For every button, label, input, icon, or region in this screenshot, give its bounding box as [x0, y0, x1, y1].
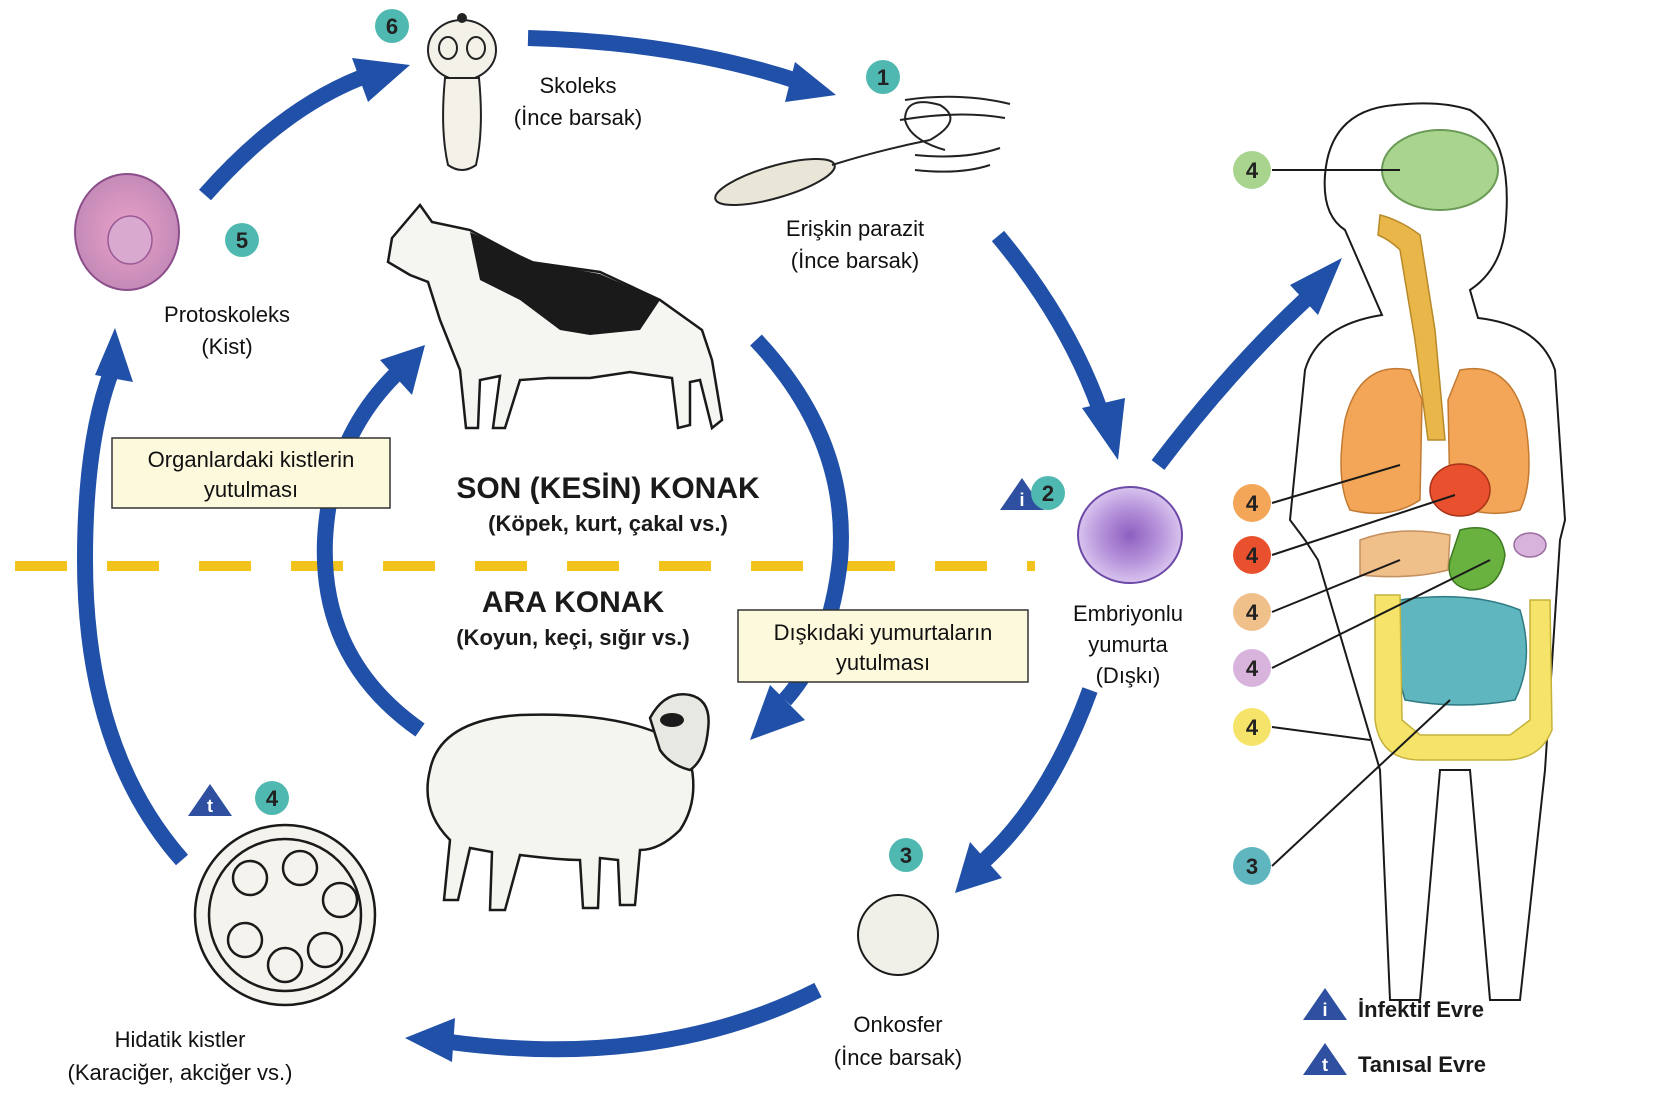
cyst-ingestion-line1: Organlardaki kistlerin [148, 447, 355, 472]
stage-2-title-line2: yumurta [1088, 632, 1168, 657]
legend-diagnostic-label: Tanısal Evre [1358, 1052, 1486, 1077]
legend-infective-label: İnfektif Evre [1358, 997, 1484, 1022]
legend: i İnfektif Evre t Tanısal Evre [1303, 988, 1486, 1077]
scolex-icon [428, 13, 496, 170]
stage-6-number-text: 6 [386, 14, 398, 39]
stage-6-title: Skoleks [539, 73, 616, 98]
heart-organ [1430, 464, 1490, 516]
heart-marker: 4 [1246, 543, 1259, 568]
egg-ingestion-box: Dışkıdaki yumurtaların yutulması [738, 610, 1028, 682]
stage-4-title: Hidatik kistler [115, 1027, 246, 1052]
intestine-organ [1396, 597, 1526, 705]
stage-6-scolex: 6 Skoleks (İnce barsak) [375, 9, 642, 170]
stage-5-protoscolex: 5 Protoskoleks (Kist) [75, 174, 290, 359]
cyst-ingestion-box: Organlardaki kistlerin yutulması [112, 438, 390, 508]
brain-marker: 4 [1246, 158, 1259, 183]
adult-worm-icon [711, 97, 1010, 215]
body-marker-badges: 4 4 4 4 4 4 3 [1233, 151, 1271, 885]
intermediate-host-sub: (Koyun, keçi, sığır vs.) [456, 625, 690, 650]
infective-stage-badge-symbol: i [1019, 490, 1024, 510]
spleen-marker: 4 [1246, 656, 1259, 681]
cyst-ingestion-line2: yutulması [204, 477, 298, 502]
stage-2-title: Embriyonlu [1073, 601, 1183, 626]
stage-6-sub: (İnce barsak) [514, 105, 642, 130]
lung-marker: 4 [1246, 491, 1259, 516]
diagnostic-stage-badge-symbol: t [207, 796, 213, 816]
oncosphere-icon [858, 895, 938, 975]
stage-3-sub: (İnce barsak) [834, 1045, 962, 1070]
intestine-marker: 3 [1246, 854, 1258, 879]
stage-1-title: Erişkin parazit [786, 216, 924, 241]
stage-5-sub: (Kist) [201, 334, 252, 359]
protoscolex-icon [75, 174, 179, 290]
stage-5-title: Protoskoleks [164, 302, 290, 327]
stage-3-oncosphere: 3 Onkosfer (İnce barsak) [834, 838, 962, 1070]
egg-ingestion-line1: Dışkıdaki yumurtaların [774, 620, 993, 645]
bone-marker: 4 [1246, 715, 1259, 740]
spleen-organ [1514, 533, 1546, 557]
intermediate-host-title: ARA KONAK [482, 586, 665, 619]
legend-infective-symbol: i [1322, 1000, 1327, 1020]
sheep-icon [428, 694, 709, 910]
dog-icon [388, 205, 722, 428]
stage-5-number-text: 5 [236, 228, 248, 253]
egg-icon [1078, 487, 1182, 583]
stage-3-number-text: 3 [900, 843, 912, 868]
stage-2-sub: (Dışkı) [1096, 663, 1161, 688]
human-body-diagram [1290, 103, 1565, 1000]
egg-ingestion-line2: yutulması [836, 650, 930, 675]
stage-1-sub: (İnce barsak) [791, 248, 919, 273]
stage-4-number-text: 4 [266, 786, 279, 811]
stage-3-title: Onkosfer [853, 1012, 942, 1037]
legend-diagnostic-symbol: t [1322, 1055, 1328, 1075]
stage-4-sub: (Karaciğer, akciğer vs.) [68, 1060, 293, 1085]
definitive-host-sub: (Köpek, kurt, çakal vs.) [488, 511, 728, 536]
stage-4-hydatid-cyst: t 4 Hidatik kistler (Karaciğer, akciğer … [68, 781, 375, 1085]
hydatid-cyst-icon [195, 825, 375, 1005]
stage-1-number-text: 1 [877, 65, 889, 90]
definitive-host-title: SON (KESİN) KONAK [456, 472, 760, 505]
stage-2-number-text: 2 [1042, 481, 1054, 506]
liver-marker: 4 [1246, 600, 1259, 625]
stage-1-adult: 1 Erişkin parazit (İnce barsak) [711, 60, 1010, 273]
